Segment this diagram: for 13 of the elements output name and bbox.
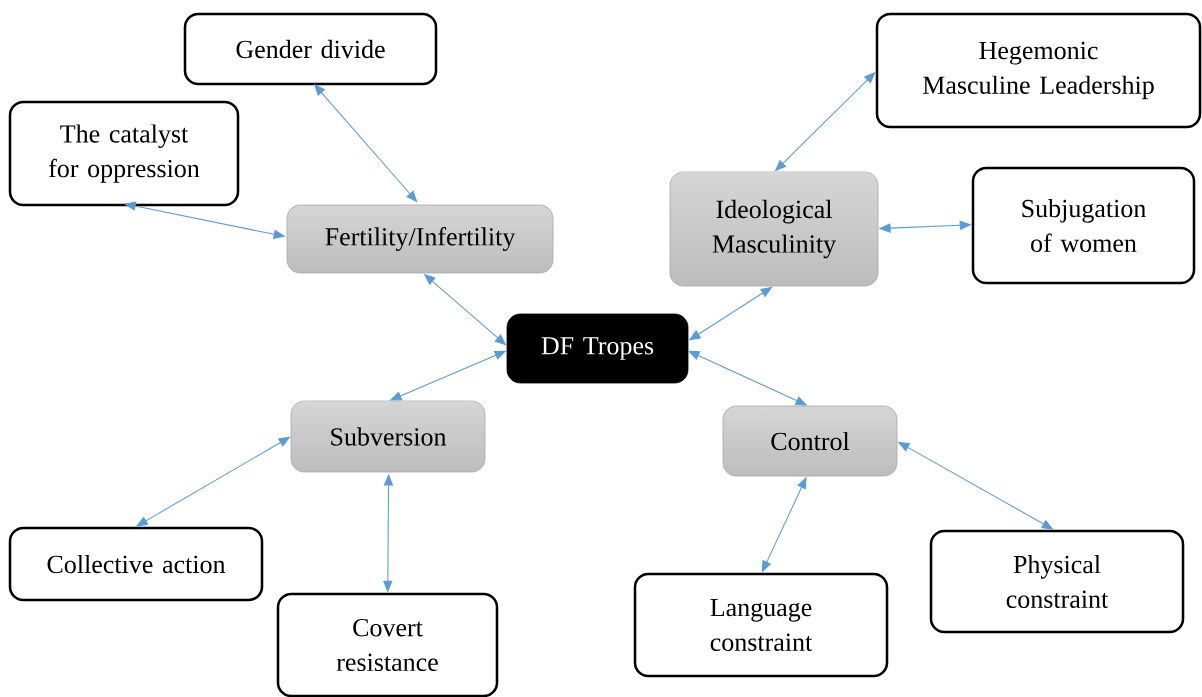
central-box: DF Tropes [506,313,689,384]
concept-box: Subjugation of women [971,166,1196,285]
concept-box: Covert resistance [276,592,499,697]
concept-box: The catalyst for oppression [8,100,240,207]
category-box: Control [722,405,898,477]
concept-box: Hegemonic Masculine Leadership [875,12,1202,129]
concept-box: Collective action [8,526,264,602]
concept-box: Gender divide [183,12,438,86]
category-box: Fertility/Infertility [286,204,554,274]
category-box: Subversion [290,400,486,473]
category-box: Ideological Masculinity [669,171,879,287]
concept-box: Physical constraint [929,529,1185,634]
concept-box: Language constraint [633,572,889,678]
